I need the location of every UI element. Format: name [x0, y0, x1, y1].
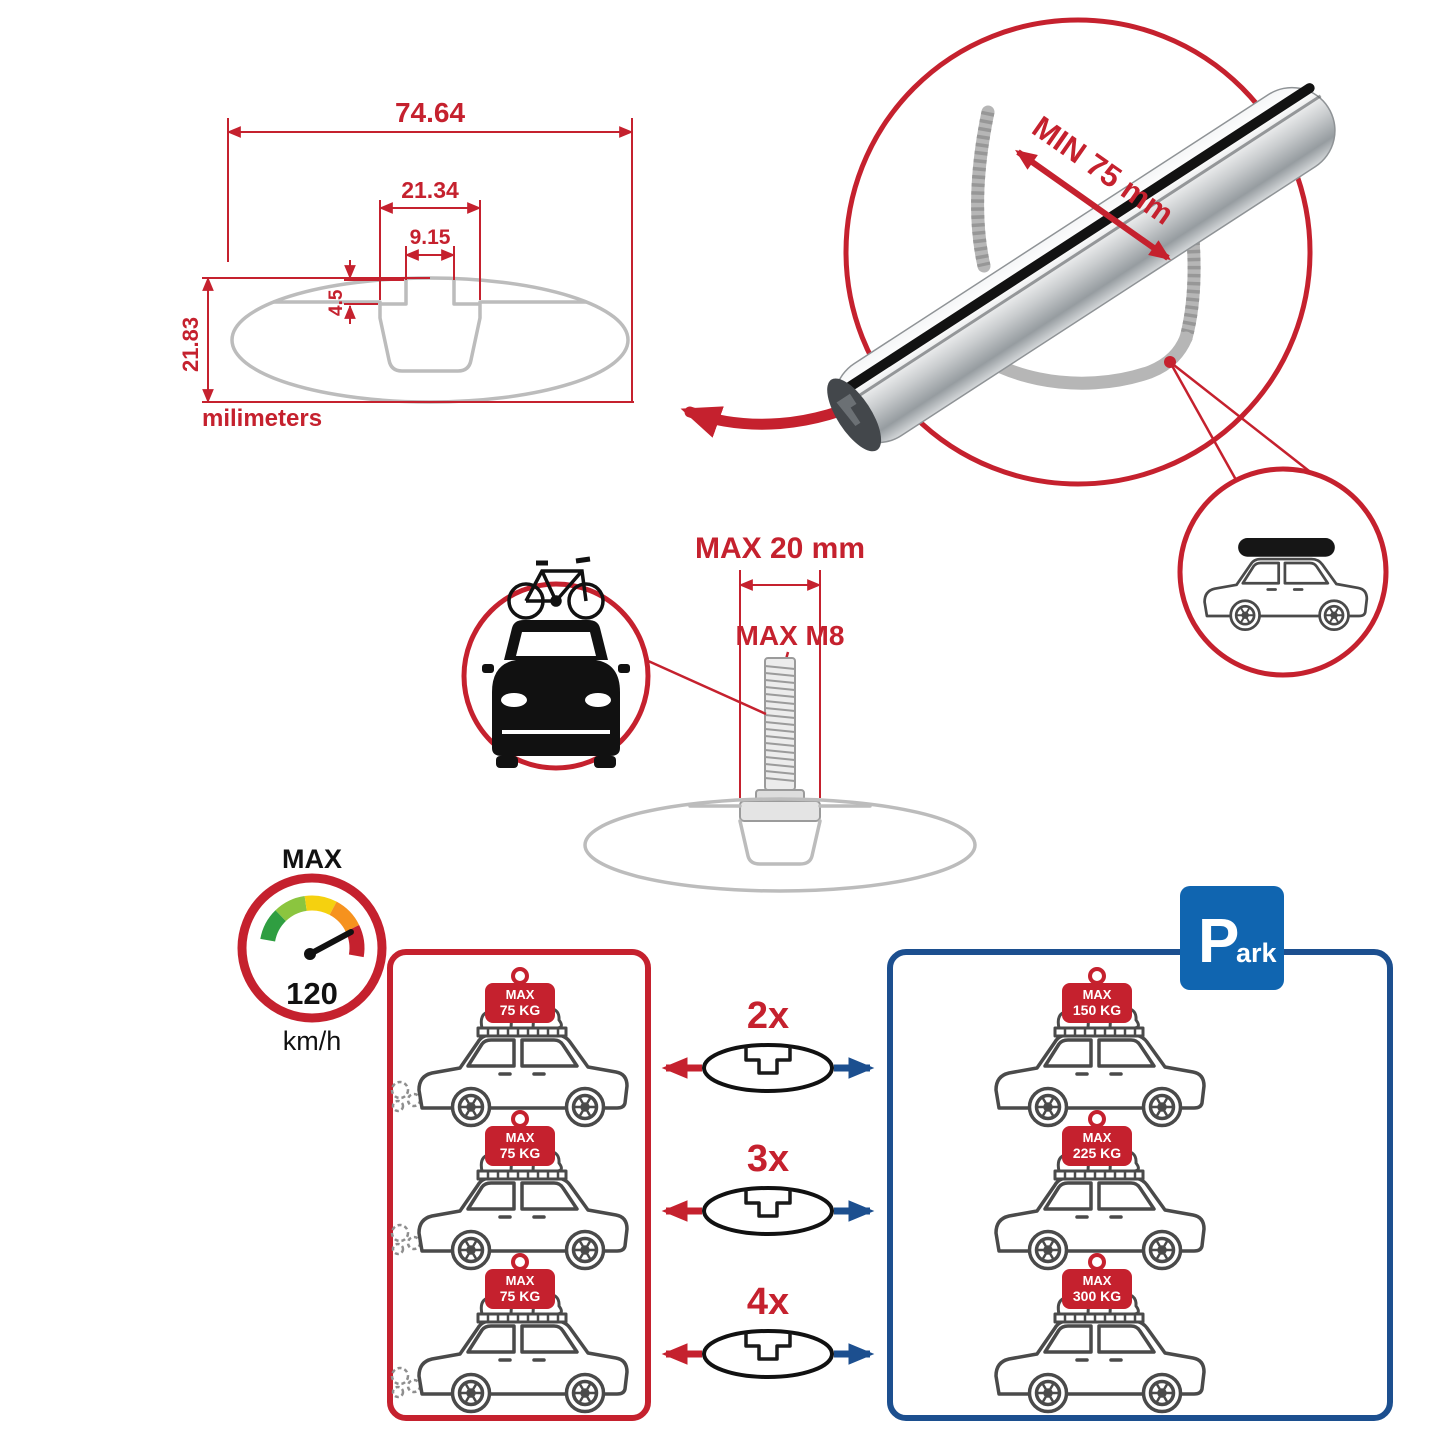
bolt-icon	[739, 657, 821, 822]
speed-title: MAX	[282, 844, 342, 874]
min-gap-arrow	[1015, 149, 1171, 261]
tag-line1: MAX	[506, 1273, 535, 1288]
park-rest: ark	[1236, 938, 1278, 968]
speed-value: 120	[286, 976, 338, 1011]
exhaust-puffs-icon	[390, 1080, 422, 1113]
bike-car-leader-line	[645, 658, 767, 716]
parked-row: MAX 150 KG	[994, 967, 1206, 1128]
exhaust-puffs-icon	[390, 1366, 422, 1399]
car-icon	[417, 1319, 629, 1414]
cross-section-drawing: 74.64 21.34 9.15 4.5 21.83 milimeters	[178, 97, 634, 432]
crossbar-section-icon	[702, 1186, 834, 1236]
load-tag: MAX 75 KG	[485, 1110, 555, 1166]
bolt-thread-label: MAX M8	[736, 620, 845, 651]
speed-limit: MAX 120 km/h	[237, 844, 387, 1056]
gauge-arc	[260, 895, 365, 958]
speed-unit: km/h	[283, 1026, 342, 1056]
load-tag: MAX 150 KG	[1062, 967, 1132, 1023]
bar-profile-ghost	[583, 797, 977, 893]
exhaust-puffs-icon	[390, 1223, 422, 1256]
suv-roofbox-callout	[1177, 466, 1389, 678]
crossbar-section-icon	[702, 1329, 834, 1379]
dim-total-height: 21.83	[178, 317, 203, 372]
bike-car-callout	[461, 556, 767, 771]
bar-profile-ellipse	[230, 276, 630, 404]
load-tag: MAX 300 KG	[1062, 1253, 1132, 1309]
tag-line1: MAX	[1083, 1130, 1112, 1145]
load-tag: MAX 75 KG	[485, 967, 555, 1023]
multiplier-row: 3x	[661, 1138, 875, 1236]
gauge-hub	[304, 948, 316, 960]
tag-line2: 225 KG	[1073, 1145, 1121, 1161]
bolt-width-label: MAX 20 mm	[695, 532, 865, 565]
multiplier-label: 2x	[747, 995, 789, 1037]
tag-line1: MAX	[506, 987, 535, 1002]
parked-row: MAX 300 KG	[994, 1253, 1206, 1414]
tag-line2: 300 KG	[1073, 1288, 1121, 1304]
tag-line2: 75 KG	[500, 1288, 541, 1304]
tag-line1: MAX	[506, 1130, 535, 1145]
parked-row: MAX 225 KG	[994, 1110, 1206, 1271]
park-sign: P ark	[1180, 886, 1284, 990]
multiplier-row: 2x	[661, 995, 875, 1093]
driving-row: MAX 75 KG	[390, 967, 629, 1128]
bar-detail-callout: MIN 75 mm	[827, 17, 1336, 488]
multiplier-row: 4x	[661, 1281, 875, 1379]
car-icon	[994, 1319, 1206, 1414]
tag-line2: 75 KG	[500, 1145, 541, 1161]
car-front-icon	[482, 620, 630, 768]
gauge-needle	[307, 929, 354, 957]
load-tag: MAX 75 KG	[485, 1253, 555, 1309]
dim-slot-inner-width: 9.15	[410, 226, 451, 249]
bolt-detail: MAX 20 mm MAX M8	[461, 532, 977, 893]
units-label: milimeters	[202, 405, 322, 432]
parked-box	[887, 949, 1393, 1421]
park-letter: P	[1198, 907, 1239, 976]
dim-slot-outer-width: 21.34	[401, 177, 459, 203]
dim-total-width: 74.64	[395, 97, 465, 128]
dim-slot-depth: 4.5	[326, 289, 347, 316]
driving-row: MAX 75 KG	[390, 1253, 629, 1414]
connector-line	[1169, 361, 1319, 479]
bar-profile-channel	[272, 278, 588, 373]
load-tag: MAX 225 KG	[1062, 1110, 1132, 1166]
tag-line2: 75 KG	[500, 1002, 541, 1018]
multiplier-label: 4x	[747, 1281, 789, 1323]
crossbar-section-icon	[702, 1043, 834, 1093]
connector-line	[1168, 361, 1242, 488]
suv-with-roofbox-icon	[1203, 538, 1369, 632]
bicycle-icon	[507, 556, 605, 620]
driving-box	[387, 949, 651, 1421]
multiplier-label: 3x	[747, 1138, 789, 1180]
tag-line1: MAX	[1083, 987, 1112, 1002]
driving-row: MAX 75 KG	[390, 1110, 629, 1271]
tag-line1: MAX	[1083, 1273, 1112, 1288]
tag-line2: 150 KG	[1073, 1002, 1121, 1018]
